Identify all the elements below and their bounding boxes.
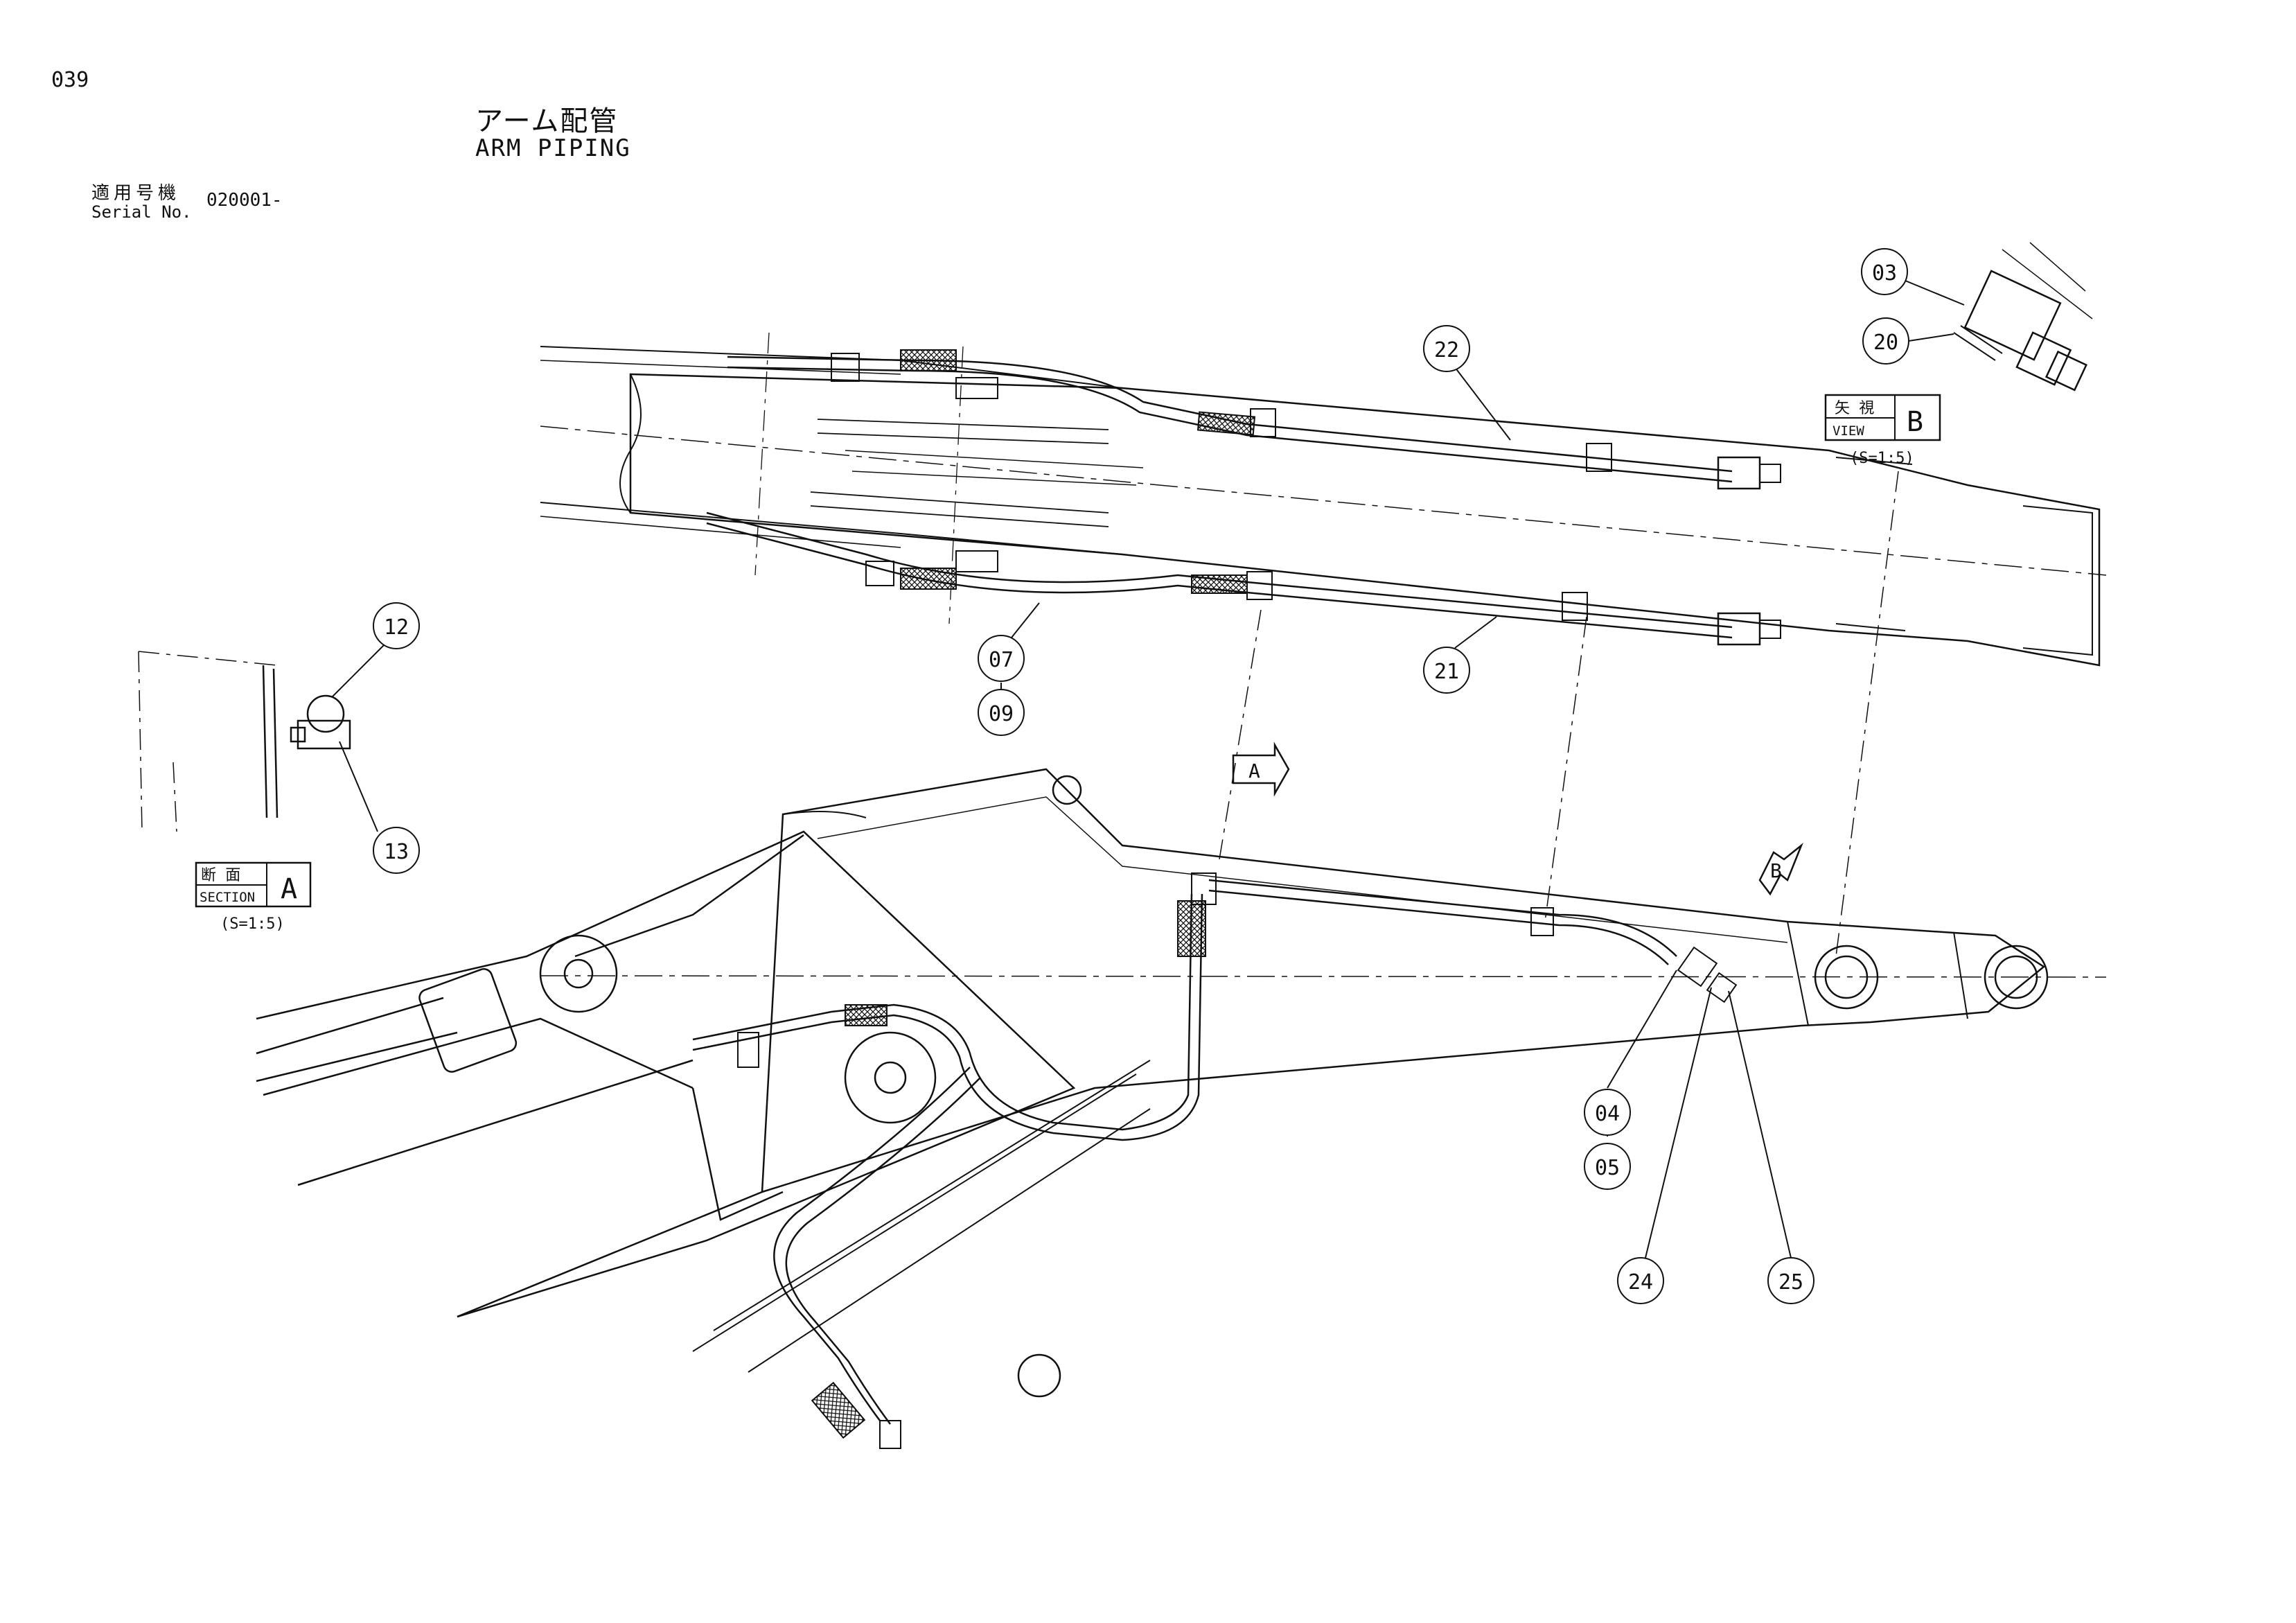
section-a-detail bbox=[138, 651, 351, 832]
callout-09: 09 bbox=[978, 689, 1025, 736]
callout-07: 07 bbox=[978, 635, 1025, 682]
callout-12: 12 bbox=[373, 602, 420, 649]
serial-label-japanese: 適用号機 bbox=[91, 183, 181, 204]
section-a-letter: A bbox=[281, 873, 297, 905]
callout-25: 25 bbox=[1767, 1257, 1814, 1304]
callout-12-label: 12 bbox=[384, 615, 409, 640]
view-b-english: VIEW bbox=[1833, 423, 1864, 439]
callout-22-label: 22 bbox=[1434, 338, 1459, 362]
callout-25-label: 25 bbox=[1778, 1270, 1803, 1295]
callout-22: 22 bbox=[1423, 325, 1470, 372]
view-b-japanese: 矢 視 bbox=[1835, 400, 1874, 417]
callout-04: 04 bbox=[1584, 1089, 1631, 1136]
callout-03: 03 bbox=[1861, 248, 1908, 295]
view-arrow-b: B bbox=[1758, 843, 1803, 896]
view-arrow-b-letter: B bbox=[1770, 859, 1782, 882]
view-b-letter: B bbox=[1907, 406, 1923, 438]
page-number: 039 bbox=[51, 68, 89, 92]
serial-label-english: Serial No. bbox=[91, 202, 192, 222]
view-b-label: 矢 視 VIEW B (S=1:5) bbox=[1824, 394, 1941, 467]
view-b-scale: (S=1:5) bbox=[1850, 450, 1914, 467]
callout-21-label: 21 bbox=[1434, 660, 1459, 684]
view-arrow-a: A bbox=[1232, 742, 1290, 797]
section-a-japanese: 断 面 bbox=[201, 867, 240, 884]
callout-20: 20 bbox=[1862, 317, 1909, 365]
arm-top-view bbox=[540, 332, 2107, 957]
callout-13-label: 13 bbox=[384, 840, 409, 864]
callout-13: 13 bbox=[373, 827, 420, 874]
callout-21: 21 bbox=[1423, 647, 1470, 694]
drawing-title-english: ARM PIPING bbox=[475, 134, 631, 162]
callout-leaders bbox=[332, 280, 1965, 1258]
callout-05-label: 05 bbox=[1595, 1156, 1620, 1180]
drawing-title-japanese: アーム配管 bbox=[475, 105, 619, 137]
callout-09-label: 09 bbox=[989, 702, 1014, 726]
callout-24: 24 bbox=[1617, 1257, 1664, 1304]
view-arrow-a-letter: A bbox=[1248, 760, 1260, 782]
callout-24-label: 24 bbox=[1628, 1270, 1653, 1295]
callout-07-label: 07 bbox=[989, 648, 1014, 672]
callout-20-label: 20 bbox=[1873, 331, 1898, 355]
view-b-detail bbox=[1953, 242, 2093, 392]
section-a-english: SECTION bbox=[200, 890, 255, 905]
callout-04-label: 04 bbox=[1595, 1102, 1620, 1126]
callout-05: 05 bbox=[1584, 1143, 1631, 1190]
section-a-label: 断 面 SECTION A (S=1:5) bbox=[195, 861, 312, 933]
arm-side-view bbox=[256, 768, 2107, 1449]
callout-03-label: 03 bbox=[1872, 261, 1897, 286]
section-a-scale: (S=1:5) bbox=[220, 915, 285, 933]
serial-number-value: 020001- bbox=[206, 190, 283, 211]
